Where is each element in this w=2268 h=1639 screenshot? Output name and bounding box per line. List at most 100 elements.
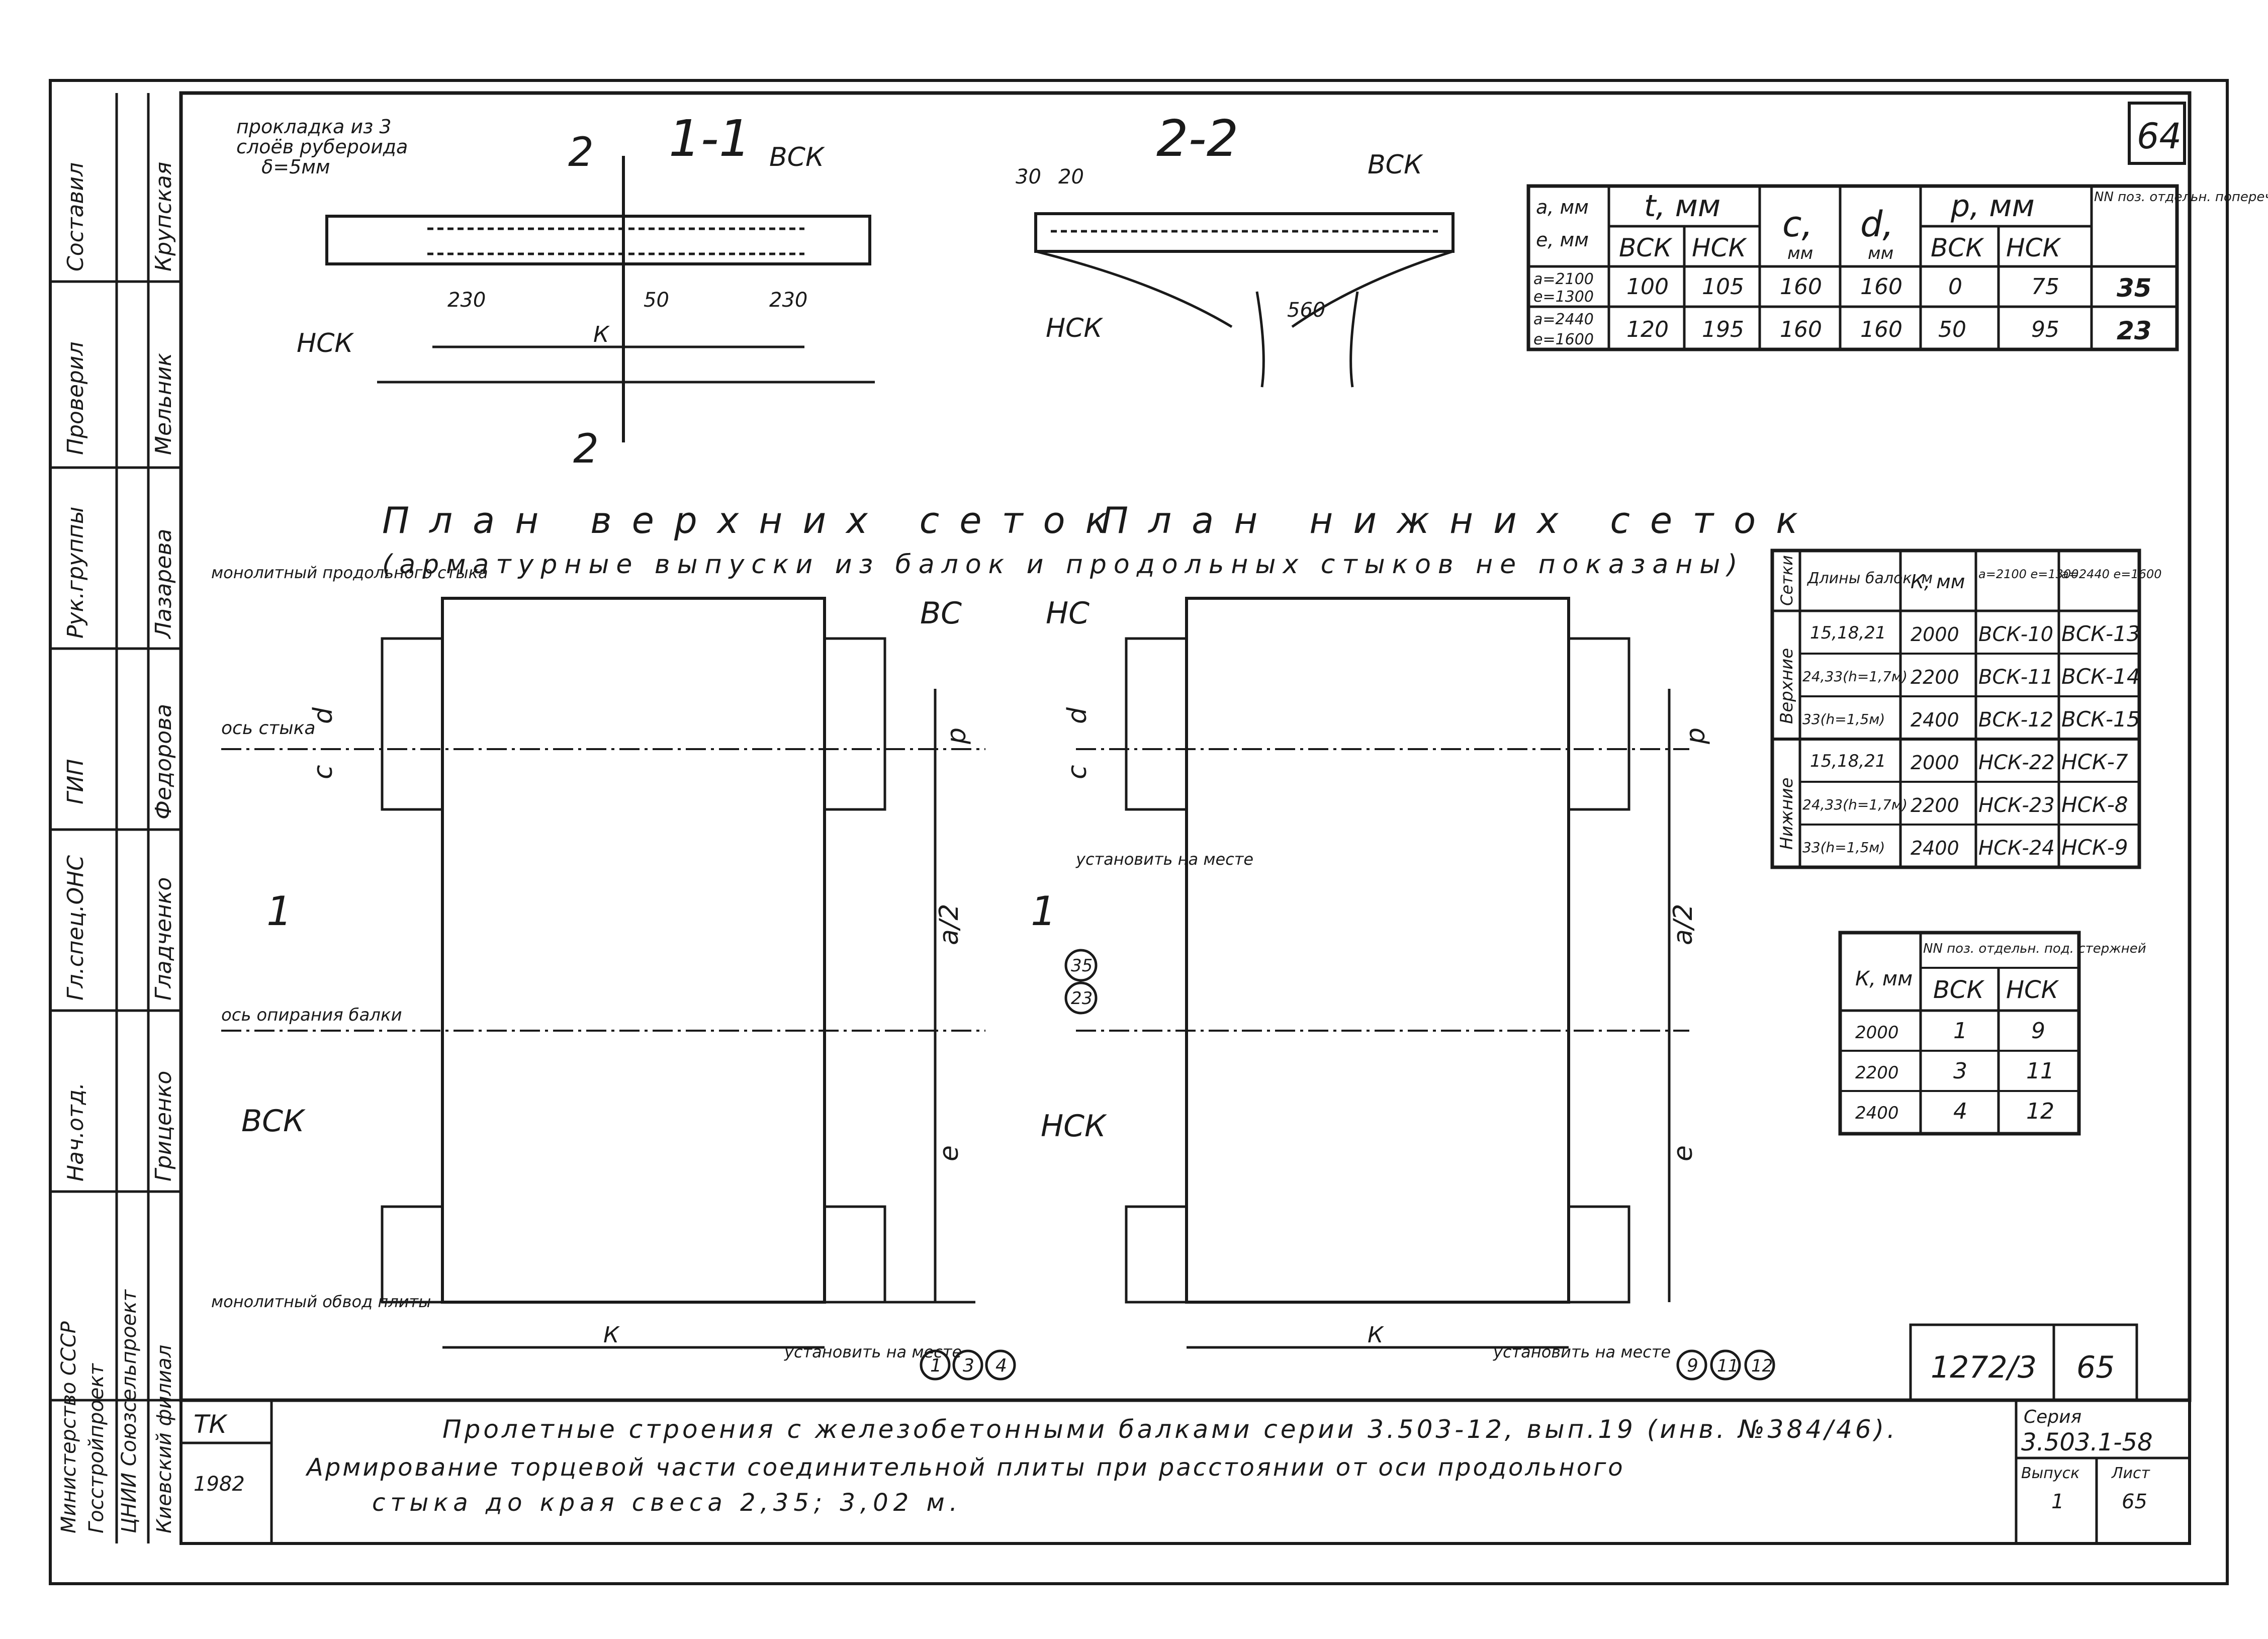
section1-dim-50: 50 — [644, 289, 669, 312]
bottom-install-bottom: установить на месте — [1493, 1342, 1671, 1361]
bottom-install-top: установить на месте — [1075, 850, 1253, 869]
top-markers: 1 3 4 — [920, 1349, 1016, 1381]
tb-tk: ТК — [194, 1410, 228, 1439]
t2-r4-k: 2000 — [1911, 752, 1959, 774]
stamp-role-4: ГИП — [63, 759, 88, 804]
t2-r6-a1: НСК-24 — [1978, 837, 2055, 860]
stamp-role-1: Составил — [63, 162, 88, 271]
stamp-name-2: Мельник — [151, 353, 176, 455]
stamp-name-3: Лазарева — [151, 529, 176, 640]
tb-series-label: Серия — [2024, 1407, 2081, 1427]
section1-dim-230b: 230 — [769, 289, 807, 312]
t2-r2-k: 2200 — [1911, 666, 1959, 688]
plans-subtitle: (арматурные выпуски из балок и продольны… — [382, 550, 1745, 580]
bottom-dim-a2: a/2 — [1668, 904, 1698, 945]
t2-h-a1: a=2100 e=1300 — [1978, 567, 2078, 581]
t2-r3-a1: ВСК-12 — [1978, 708, 2053, 732]
bottom-marker-12: 12 — [1751, 1356, 1773, 1376]
stamp-org-2: Госстройпроект — [85, 1362, 108, 1533]
t1-r1-t2: 105 — [1702, 274, 1744, 300]
t1-h-d: d, — [1860, 204, 1894, 245]
t1-r2-t2: 195 — [1702, 317, 1744, 342]
top-dim-c: c — [308, 765, 338, 779]
bottom-nsk: НСК — [1041, 1109, 1107, 1144]
t3-r1-vsk: 1 — [1953, 1018, 1967, 1044]
t2-r1-a2: ВСК-13 — [2061, 621, 2140, 646]
section1-dim-230a: 230 — [447, 289, 486, 312]
section1-nsk: НСК — [297, 328, 354, 358]
section1-cut-top: 2 — [568, 129, 594, 175]
t2-r3-len: 33(h=1,5м) — [1802, 711, 1885, 727]
bottom-dim-k: К — [1368, 1322, 1384, 1348]
t1-h-a: a, мм — [1536, 196, 1589, 218]
t1-r1-e: e=1300 — [1533, 288, 1594, 306]
stamp-role-3: Рук.группы — [63, 507, 88, 639]
section2-vsk: ВСК — [1368, 150, 1423, 180]
t3-h-vsk: ВСК — [1933, 976, 1984, 1004]
t2-h-set: Сетки — [1777, 555, 1796, 606]
table-2: Сетки Длины балок, м К, мм a=2100 e=1300… — [1770, 549, 2161, 869]
t1-r2-c: 160 — [1780, 317, 1822, 342]
top-plan-title: План верхних сеток — [382, 499, 1127, 541]
t3-r1-nsk: 9 — [2031, 1018, 2045, 1044]
stamp-role-6: Нач.отд. — [63, 1082, 88, 1181]
t1-r1-c: 160 — [1780, 274, 1822, 300]
bottom-dim-p: p — [1681, 727, 1711, 745]
t2-g-top: Верхние — [1777, 648, 1797, 724]
tb-line3: стыка до края свеса 2,35; 3,02 м. — [372, 1489, 962, 1517]
t1-r2-p2: 95 — [2031, 317, 2059, 342]
bottom-marker-11: 11 — [1717, 1356, 1739, 1376]
bottom-markers-bottom: 9 11 12 — [1676, 1349, 1775, 1381]
t3-r3-k: 2400 — [1855, 1103, 1899, 1123]
table-1: a, мм e, мм t, мм c, d, p, мм NN поз. от… — [1526, 184, 2268, 351]
t1-r1-p1: 0 — [1948, 274, 1962, 300]
top-dim-e: e — [934, 1145, 964, 1161]
t3-h-k: К, мм — [1855, 967, 1913, 990]
title-block: ТК 1982 Пролетные строения с железобетон… — [179, 1399, 2191, 1545]
tb-sheet-label: Лист — [2111, 1465, 2151, 1482]
t1-r2-t1: 120 — [1626, 317, 1669, 342]
t2-r6-k: 2400 — [1911, 837, 1959, 859]
t1-h-t: t, мм — [1644, 189, 1720, 224]
t1-sub-mm2: мм — [1868, 243, 1893, 263]
section1-note3: δ=5мм — [261, 156, 330, 178]
bottom-markers-left: 35 23 — [1064, 949, 1098, 1015]
tb-issue-label: Выпуск — [2021, 1465, 2079, 1482]
bottom-marker-23: 23 — [1071, 988, 1093, 1009]
outer-frame — [49, 79, 2229, 1585]
t2-r4-len: 15,18,21 — [1810, 751, 1886, 771]
tb-line1: Пролетные строения с железобетонными бал… — [442, 1415, 1898, 1444]
table-3: К, мм NN поз. отдельн. под. стержней ВСК… — [1838, 931, 2146, 1136]
t1-sub-nsk: НСК — [1692, 233, 1748, 262]
t3-r2-vsk: 3 — [1953, 1058, 1967, 1084]
stamp-org-1: Министерство СССР — [57, 1321, 80, 1533]
code-box: 1272/3 65 — [1909, 1323, 2138, 1402]
sheet-code: 1272/3 — [1931, 1350, 2037, 1385]
bottom-marker-35: 35 — [1071, 956, 1093, 976]
stamp-role-5: Гл.спец.ОНС — [63, 855, 88, 1000]
t2-r3-a2: ВСК-15 — [2061, 707, 2140, 732]
t1-h-nn: NN поз. отдельн. попереч. стержней — [2094, 190, 2268, 205]
t2-r1-a1: ВСК-10 — [1978, 623, 2053, 646]
top-dim-a2: a/2 — [934, 904, 964, 945]
t2-r4-a2: НСК-7 — [2061, 750, 2128, 774]
t2-r5-a1: НСК-23 — [1978, 794, 2055, 817]
stamp-name-6: Гриценко — [151, 1071, 176, 1181]
t2-h-a2: a=2440 e=1600 — [2061, 567, 2161, 581]
t1-r1-p2: 75 — [2031, 274, 2059, 300]
bottom-plan-title: План нижних сеток — [1101, 499, 1818, 541]
top-marker-1: 1 — [930, 1355, 942, 1376]
t2-r6-a2: НСК-9 — [2061, 835, 2128, 860]
bottom-plan: НС НСК 1 установить на месте установить … — [1031, 596, 1775, 1381]
bottom-dim-e: e — [1668, 1145, 1698, 1161]
plan-titles: План верхних сеток План нижних сеток (ар… — [382, 499, 1818, 580]
sheet-number-box: 64 — [2128, 102, 2186, 165]
t2-h-len: Длины балок, м — [1806, 570, 1933, 587]
bottom-dim-d: d — [1062, 707, 1093, 724]
top-dim-p: p — [942, 727, 972, 745]
stamp-name-1: Крупская — [151, 162, 176, 271]
top-note-axis-beam: ось опирания балки — [221, 1005, 402, 1025]
section1-note1: прокладка из 3 — [236, 116, 392, 138]
t1-h-c: c, — [1782, 204, 1813, 245]
